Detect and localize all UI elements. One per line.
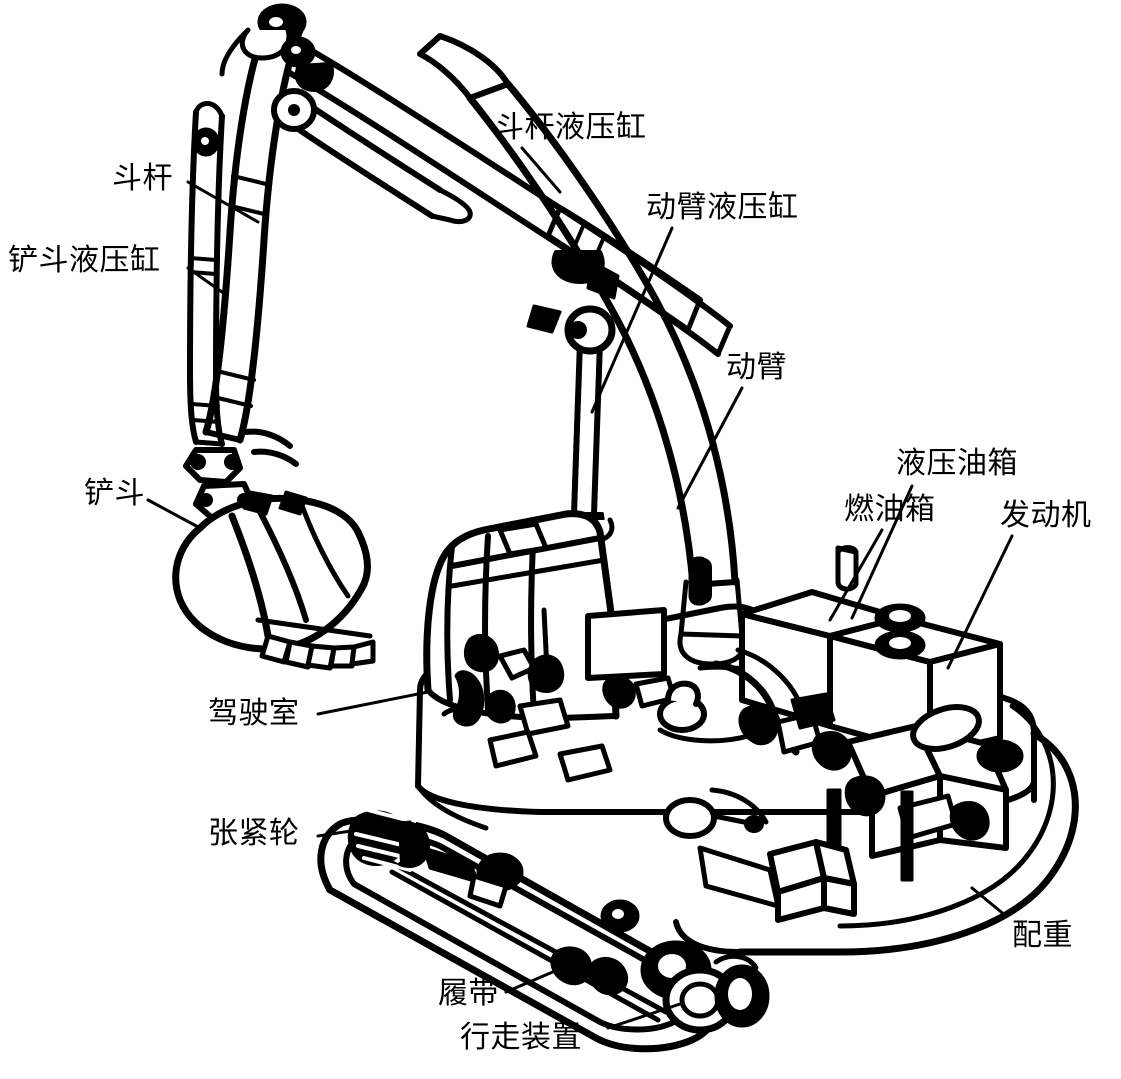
arm-boom-pivot xyxy=(219,3,334,92)
label-fuel-tank: 燃油箱 xyxy=(844,492,936,527)
label-idler: 张紧轮 xyxy=(208,816,300,851)
label-bucket-cyl: 铲斗液压缸 xyxy=(8,243,161,278)
leader-idler xyxy=(316,820,412,838)
engine-compartment xyxy=(663,647,1024,923)
label-cab: 驾驶室 xyxy=(208,696,300,731)
leader-bucket xyxy=(146,498,202,530)
label-arm-cyl: 斗杆液压缸 xyxy=(494,110,647,145)
leader-travel-gear xyxy=(606,1002,682,1030)
drive-sprocket xyxy=(640,940,770,1034)
leader-boom xyxy=(676,386,744,510)
label-boom: 动臂 xyxy=(726,350,787,385)
leader-track xyxy=(504,966,564,994)
label-travel-gear: 行走装置 xyxy=(460,1020,582,1055)
leader-boom-cyl xyxy=(590,226,674,414)
leader-counterweight xyxy=(970,886,1008,918)
label-boom-cyl: 动臂液压缸 xyxy=(646,190,799,225)
leader-lines xyxy=(146,146,1014,1030)
arm-link xyxy=(271,88,473,225)
leader-arm-cyl xyxy=(520,146,562,194)
idler-wheel xyxy=(347,808,430,872)
leader-hyd-tank xyxy=(850,484,914,620)
bucket-cylinder-part xyxy=(187,101,225,447)
cab-interior-machinery xyxy=(441,633,677,783)
undercarriage xyxy=(317,783,781,1053)
leader-cab xyxy=(316,690,430,716)
leader-bucket-cyl xyxy=(186,266,224,294)
label-track: 履带 xyxy=(438,976,499,1011)
label-hyd-tank: 液压油箱 xyxy=(896,446,1018,481)
label-counterweight: 配重 xyxy=(1012,918,1073,953)
leader-arm xyxy=(186,180,260,224)
label-bucket: 铲斗 xyxy=(84,476,145,511)
boom-cylinder-part xyxy=(560,305,616,545)
label-arm: 斗杆 xyxy=(112,161,173,196)
boom-part xyxy=(417,33,746,667)
label-engine: 发动机 xyxy=(1000,498,1092,533)
filters xyxy=(874,603,926,660)
bucket-part xyxy=(172,490,376,671)
boom-brackets xyxy=(526,250,710,606)
leader-engine xyxy=(946,534,1014,670)
leader-fuel-tank xyxy=(828,528,884,622)
